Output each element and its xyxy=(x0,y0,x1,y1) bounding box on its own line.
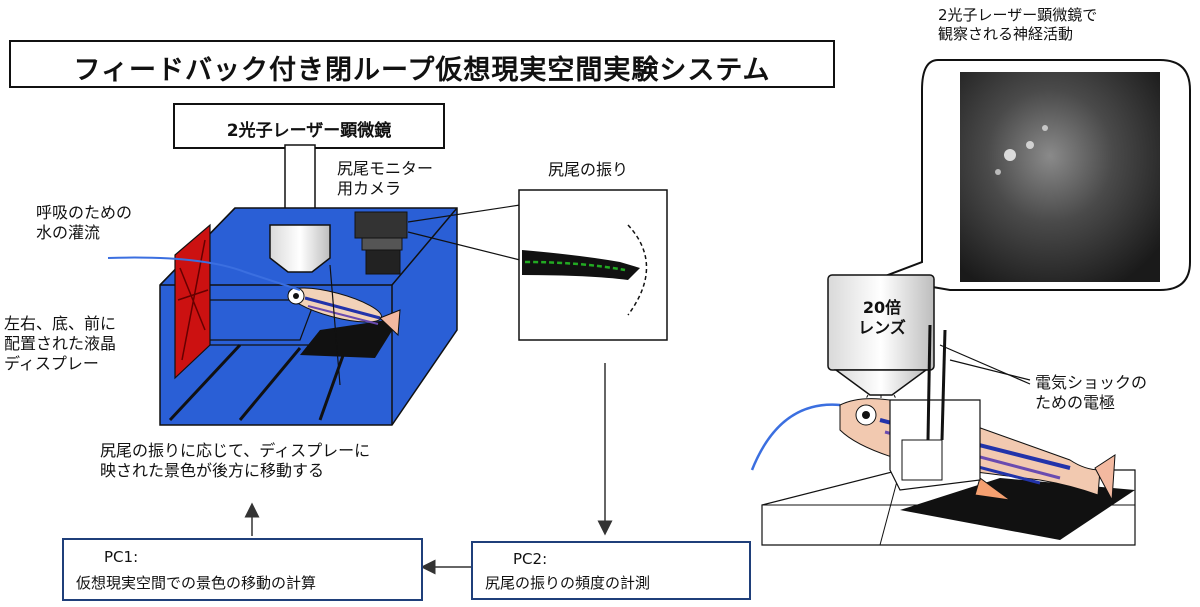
water-label: 呼吸のための 水の灌流 xyxy=(36,203,133,242)
pc2-title: PC2: xyxy=(513,550,548,568)
camera-label: 尻尾モニター 用カメラ xyxy=(337,159,434,198)
electrode-1 xyxy=(926,324,932,441)
tank xyxy=(107,144,458,426)
pc2-box: PC2: 尻尾の振りの頻度の計測 xyxy=(471,541,751,600)
microscope-label: 2光子レーザー顕微鏡 xyxy=(226,121,392,141)
20x-objective-lens xyxy=(827,274,935,411)
objective-lens xyxy=(269,224,331,273)
feedback-label: 尻尾の振りに応じて、ディスプレーに 映された景色が後方に移動する xyxy=(100,441,371,480)
pc2-desc: 尻尾の振りの頻度の計測 xyxy=(485,574,651,592)
electrode-label: 電気ショックの ための電極 xyxy=(1035,373,1148,412)
title-box: フィードバック付き閉ループ仮想現実空間実験システム xyxy=(9,40,835,88)
display-label: 左右、底、前に 配置された液晶 ディスプレー xyxy=(4,314,117,373)
tail-movement-box xyxy=(518,189,668,341)
tail-swing-arc xyxy=(627,224,648,316)
pc1-box: PC1: 仮想現実空間での景色の移動の計算 xyxy=(62,538,423,601)
fish-platform xyxy=(761,469,1136,546)
tail-trace xyxy=(524,260,626,272)
neural-activity-label: 2光子レーザー顕微鏡で 観察される神経活動 xyxy=(938,6,1098,43)
pc1-title: PC1: xyxy=(104,548,139,566)
electrode-2 xyxy=(940,329,947,441)
water-inflow-line-right xyxy=(750,403,841,471)
diagram-title: フィードバック付き閉ループ仮想現実空間実験システム xyxy=(73,55,771,86)
floor-display-screen xyxy=(300,318,400,358)
tail-camera xyxy=(354,211,408,275)
tail-box-label: 尻尾の振り xyxy=(548,160,629,179)
lens-label: 20倍 レンズ xyxy=(858,298,906,337)
water-inflow-line xyxy=(107,256,301,291)
fish-in-tank xyxy=(287,287,401,337)
pc1-desc: 仮想現実空間での景色の移動の計算 xyxy=(76,574,317,592)
electrode-holder xyxy=(889,324,1031,491)
neural-activity-image xyxy=(960,72,1160,282)
neural-activity-bubble xyxy=(876,59,1191,291)
dark-floor-panel xyxy=(900,478,1135,540)
